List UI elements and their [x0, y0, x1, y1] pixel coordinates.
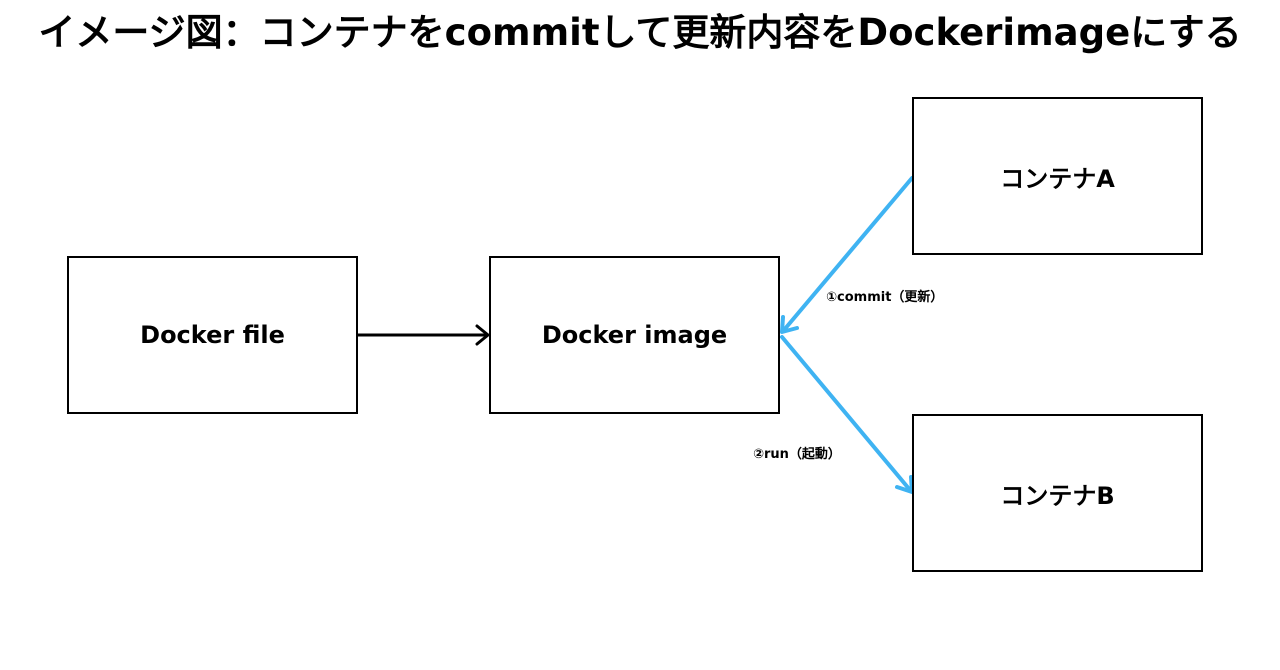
containerB-node: コンテナB — [912, 414, 1203, 572]
run-edge-label: ②run（起動） — [753, 447, 841, 462]
arrow-dockerfile-to-dockerimage — [358, 324, 490, 346]
diagram-title: イメージ図：コンテナをcommitして更新内容をDockerimageにする — [38, 11, 1242, 54]
dockerimage-label: Docker image — [541, 321, 728, 349]
dockerfile-label: Docker file — [140, 321, 285, 349]
arrow-run-dockerimage-to-containerB — [780, 335, 914, 494]
dockerfile-node: Docker file — [67, 256, 358, 414]
containerA-label: コンテナA — [1000, 164, 1115, 193]
arrow-commit-containerA-to-dockerimage — [780, 176, 914, 334]
dockerimage-node: Docker image — [489, 256, 780, 414]
containerB-label: コンテナB — [1000, 481, 1115, 510]
containerA-node: コンテナA — [912, 97, 1203, 255]
commit-edge-label: ①commit（更新） — [826, 290, 944, 305]
